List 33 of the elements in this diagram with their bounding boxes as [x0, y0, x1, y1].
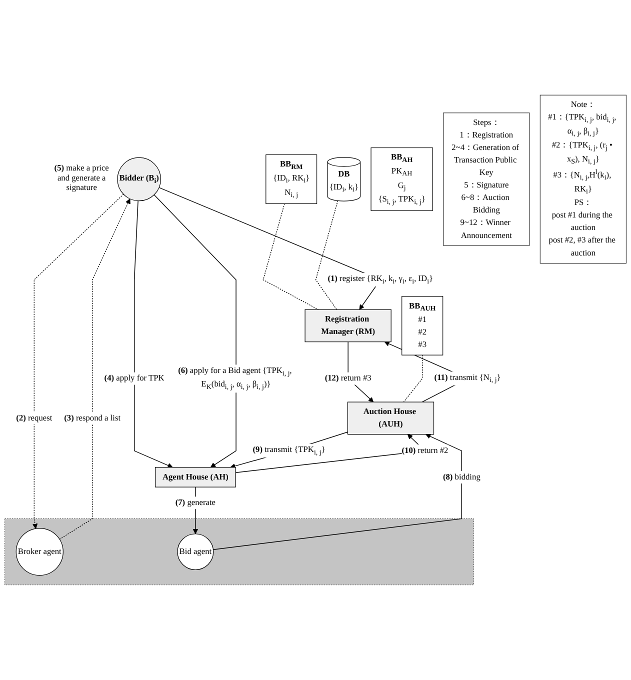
connector — [262, 203, 319, 310]
node-circle: Bidder (B$_{i}$) — [117, 157, 162, 202]
node-box: Note： #1：{TPK$_{i, j}$, bid$_{i, j}$, α$_{i, j}$, β$_{i, j}$} #2：{TPK$_{i, j}$, (r$_{j}$ • x$_{S}$), N$_{i, j}$} #3：{N$_{i, j}$,H$^{l}$(k$_{i}$), RK$_{i}$} PS： post #1 during the auction post #2, #3 after the auction — [540, 94, 627, 264]
edge-label: (6) apply for a Bid agent {TPK$_{i, j}$, E$_{K}$(bid$_{i, j}$, α$_{i, j}$, β$_{i, j}$)} — [178, 366, 292, 391]
arrow — [32, 194, 124, 529]
edge-label: (12) return #3 — [324, 374, 372, 384]
edge-label: (2) request — [16, 414, 52, 423]
arrow — [134, 200, 173, 468]
edge-label: (1) register {RK$_{i}$, k$_{i}$, γ$_{i}$, ε$_{i}$, ID$_{i}$} — [328, 274, 434, 286]
edge-label: (10) return #2 — [402, 446, 448, 456]
node-box: Registration Manager (RM) — [304, 309, 392, 342]
node-box: Agent House (AH) — [154, 467, 236, 488]
node-box: BB$_{AUH}$ #1 #2 #3 — [402, 296, 444, 356]
edge-label: (3) respond a list — [64, 414, 121, 423]
node-circle: Bid agent — [177, 534, 214, 570]
node-box: BB$_{AH}$ PK$_{AH}$ G$_{j}$ {S$_{i, j}$, TPK$_{i, j}$} — [370, 147, 433, 211]
edge-label: (11) transmit {N$_{i, j}$} — [434, 373, 501, 384]
cluster — [4, 518, 474, 586]
connector — [315, 200, 338, 310]
edge-label: (4) apply for TPK — [104, 374, 164, 384]
annotation-text: (5) make a price and generate a signature — [53, 164, 110, 194]
node-circle: Broker agent — [16, 528, 64, 576]
edge-label: (8) bidding — [442, 472, 480, 482]
edge-label: (9) transmit {TPK$_{i, j}$} — [252, 446, 326, 456]
arrow — [212, 434, 462, 550]
node-box: Auction House (AUH) — [347, 402, 434, 435]
edge-label: (7) generate — [175, 498, 216, 508]
node-box: Steps： 1：Registration 2~4：Generation of Transaction Public Key 5：Signature 6~8：Auction Bidding 9~12：Winner Announcement — [443, 112, 530, 246]
arrow — [230, 432, 348, 469]
arrow — [154, 194, 236, 468]
arrow — [59, 198, 130, 540]
connector — [403, 354, 423, 402]
node-box: BB$_{RM}$ {ID$_{i}$, RK$_{i}$} N$_{i, j}$ — [266, 154, 318, 204]
